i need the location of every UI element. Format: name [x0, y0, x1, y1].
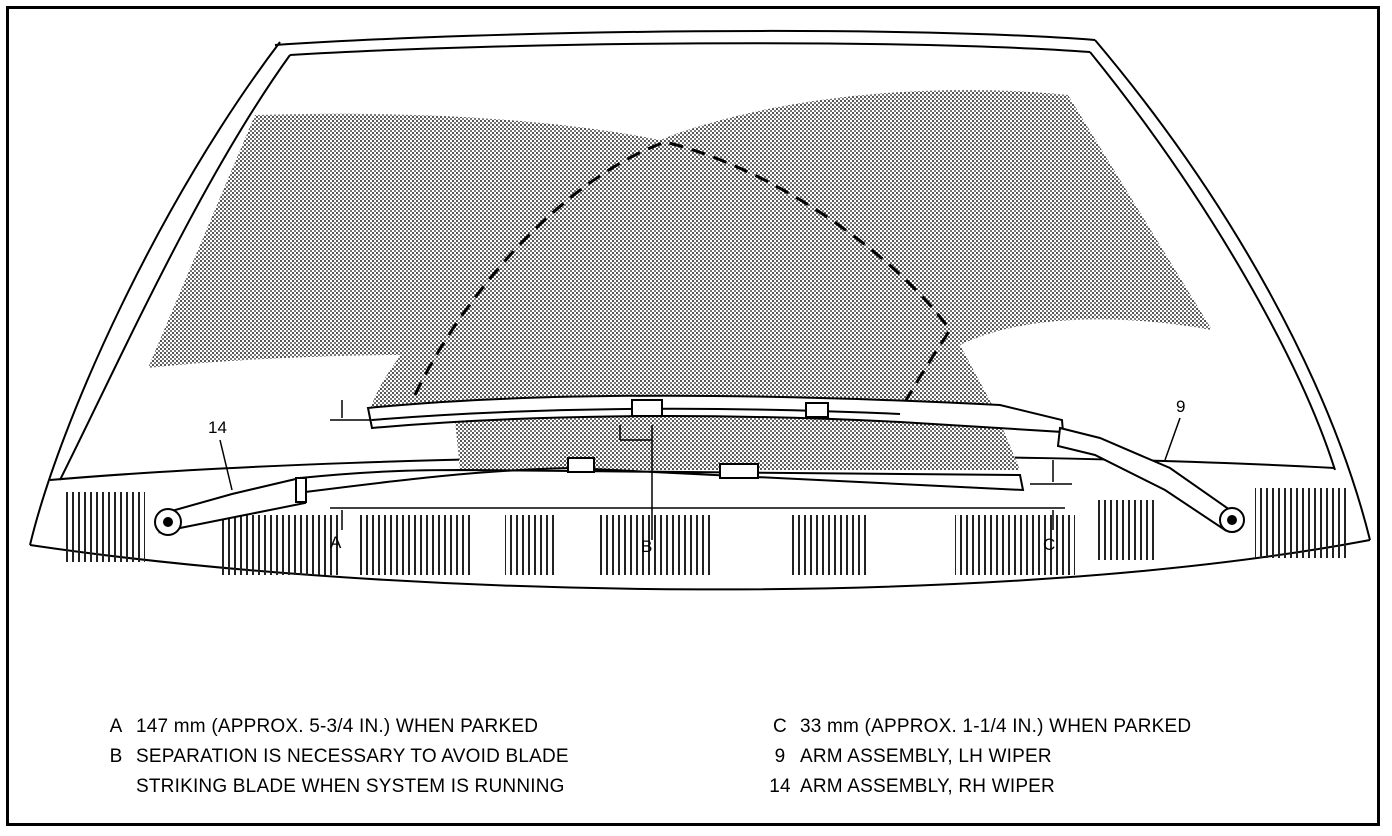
wiped-area-pattern	[148, 90, 1212, 470]
legend-right: C 33 mm (APPROX. 1-1/4 IN.) WHEN PARKED …	[760, 715, 1320, 805]
legend-key: A	[109, 716, 123, 737]
legend-text: ARM ASSEMBLY, RH WIPER	[800, 776, 1055, 797]
legend-key: C	[773, 716, 787, 737]
callout-9: 9	[1176, 397, 1185, 416]
legend-text: SEPARATION IS NECESSARY TO AVOID BLADE	[136, 746, 569, 767]
legend-text: 147 mm (APPROX. 5-3/4 IN.) WHEN PARKED	[136, 716, 539, 737]
callout-c: C	[1043, 535, 1055, 554]
legend-key: B	[109, 746, 123, 767]
windshield-frame	[29, 29, 1371, 591]
cowl-vent-grille	[65, 488, 1350, 575]
rh-wiper-arm-assembly	[154, 457, 1025, 536]
legend-text: STRIKING BLADE WHEN SYSTEM IS RUNNING	[136, 776, 565, 797]
dimension-lines	[219, 400, 1181, 540]
lh-wiper-arm-assembly	[366, 394, 1245, 533]
legend-text: ARM ASSEMBLY, LH WIPER	[800, 746, 1052, 767]
legend-key: 9	[774, 746, 786, 767]
legend-text: 33 mm (APPROX. 1-1/4 IN.) WHEN PARKED	[800, 716, 1192, 737]
callout-a: A	[330, 533, 342, 552]
legend-left: A 147 mm (APPROX. 5-3/4 IN.) WHEN PARKED…	[96, 715, 696, 805]
callout-14: 14	[208, 418, 227, 437]
callout-b: B	[641, 537, 652, 556]
legend-key: 14	[769, 776, 791, 797]
wiper-sweep-path	[413, 140, 952, 403]
